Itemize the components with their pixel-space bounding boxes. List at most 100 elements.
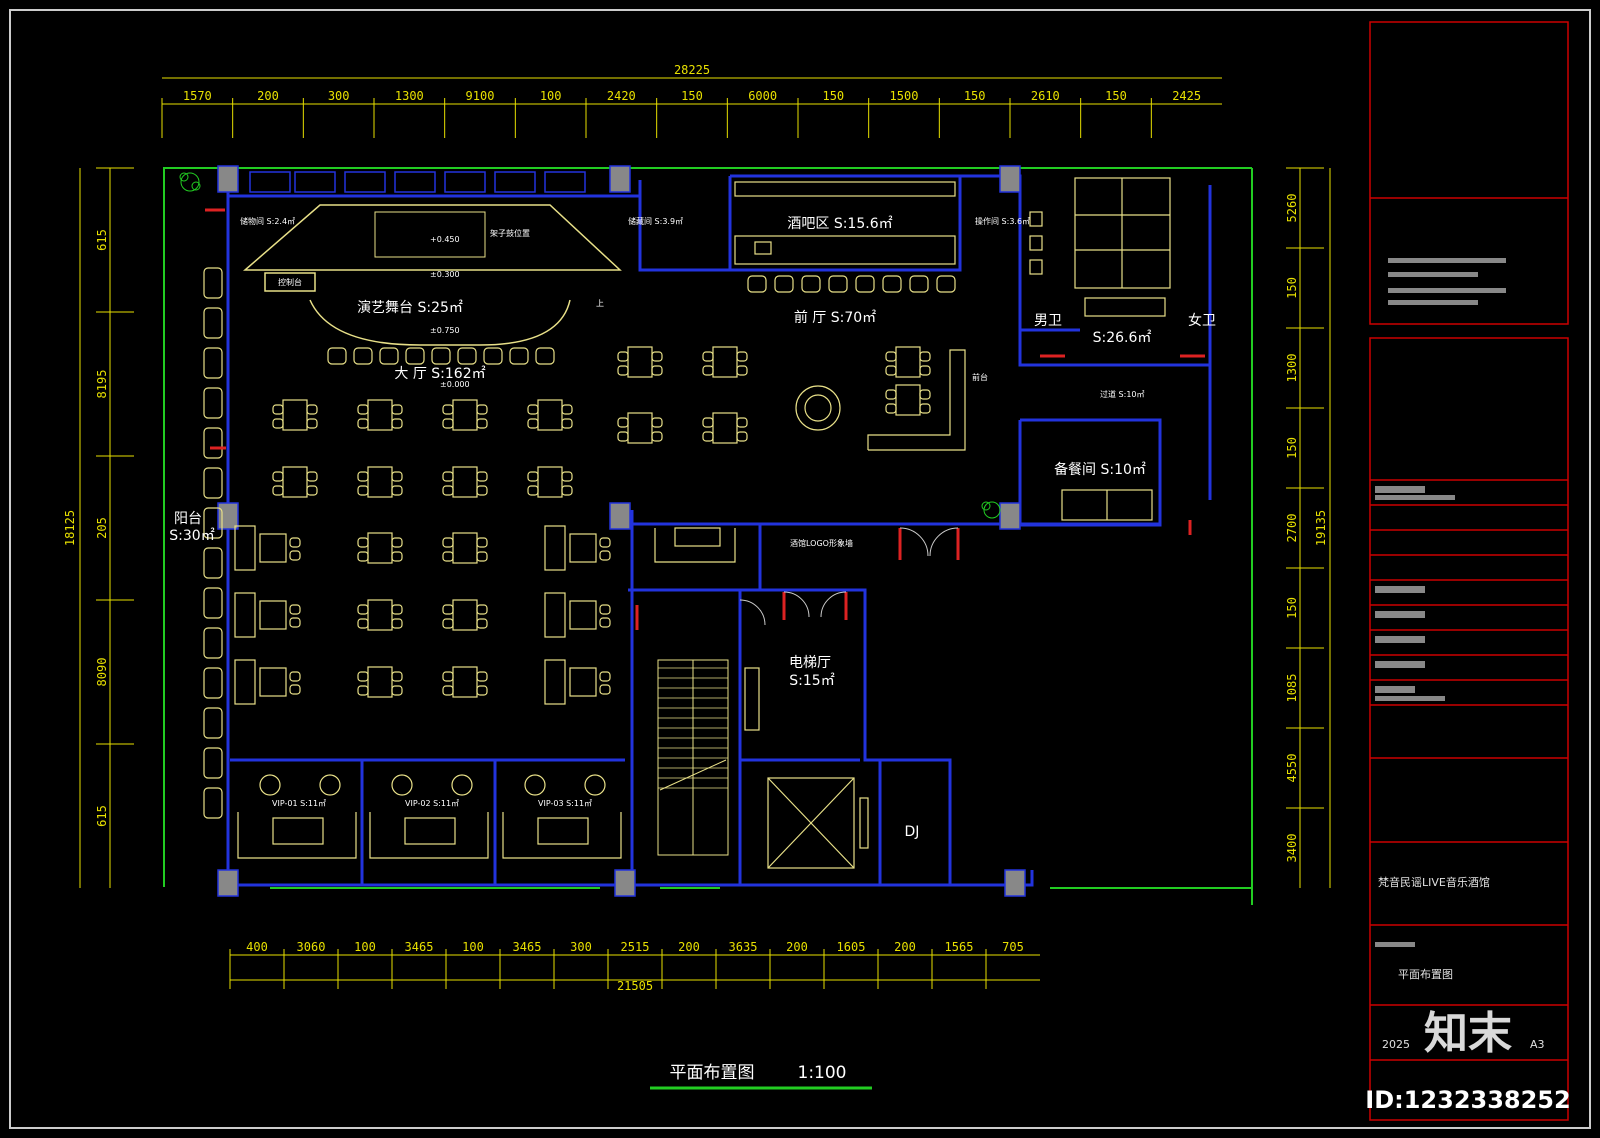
- bar-stool-0: [747, 275, 767, 293]
- women-restroom-label: 女卫: [1188, 312, 1216, 329]
- top-seg-1: 200: [257, 89, 279, 103]
- drawing-frame: [9, 9, 1591, 1129]
- restroom-area-label: S:26.6㎡: [1093, 330, 1152, 346]
- bottom-seg-5: 3465: [513, 940, 542, 954]
- column-5: [217, 502, 239, 530]
- up-arrow-label: 上: [596, 299, 604, 308]
- bottom-seg-1: 3060: [297, 940, 326, 954]
- corridor-label: 过道 S:10㎡: [1100, 389, 1145, 399]
- bar-label: 酒吧区 S:15.6㎡: [787, 216, 892, 232]
- left-seg-0: 615: [95, 229, 109, 251]
- elevator: [744, 667, 869, 869]
- op-room-label: 操作间 S:3.6㎡: [975, 216, 1030, 226]
- building-outline: [163, 167, 1253, 905]
- table-set-17: [702, 412, 748, 444]
- table-set-10: [357, 599, 403, 631]
- bottom-seg-9: 3635: [729, 940, 758, 954]
- logo-counter: [654, 527, 736, 563]
- top-seg-11: 150: [964, 89, 986, 103]
- right-total-dim: 19135: [1314, 510, 1328, 546]
- stage-front-chairs: [327, 347, 555, 365]
- bottom-seg-6: 300: [570, 940, 592, 954]
- stage-chair-4: [431, 347, 451, 365]
- right-seg-6: 1085: [1285, 674, 1299, 703]
- top-seg-14: 2425: [1172, 89, 1201, 103]
- sofa-set-23: [544, 525, 611, 571]
- left-total-dim: 18125: [63, 510, 77, 546]
- table-set-8: [357, 532, 403, 564]
- bottom-seg-8: 200: [678, 940, 700, 954]
- drawing-scale: 1:100: [798, 1063, 847, 1083]
- table-set-12: [357, 666, 403, 698]
- top-seg-13: 150: [1105, 89, 1127, 103]
- image-id: ID:1232338252: [1365, 1086, 1570, 1114]
- top-total-dim: 28225: [674, 63, 710, 77]
- sofa-set-25: [544, 659, 611, 705]
- right-seg-1: 150: [1285, 277, 1299, 299]
- elevator-hall-name: 电梯厅: [789, 655, 831, 671]
- sofa-set-22: [234, 659, 301, 705]
- stage-chair-8: [535, 347, 555, 365]
- left-seg-3: 8090: [95, 658, 109, 687]
- reception-counter: [795, 349, 966, 451]
- column-7: [614, 869, 636, 897]
- table-set-3: [527, 399, 573, 431]
- store-room-2-label: 储藏间 S:3.9㎡: [628, 216, 683, 226]
- stage-chair-0: [327, 347, 347, 365]
- bottom-seg-7: 2515: [621, 940, 650, 954]
- column-0: [217, 165, 239, 193]
- column-3: [609, 502, 631, 530]
- bar-stool-5: [882, 275, 902, 293]
- right-seg-8: 3400: [1285, 834, 1299, 863]
- bottom-total-dim: 21505: [617, 979, 653, 993]
- men-restroom-label: 男卫: [1034, 313, 1062, 329]
- top-seg-6: 2420: [607, 89, 636, 103]
- dj-label: DJ: [905, 824, 920, 840]
- bottom-seg-12: 200: [894, 940, 916, 954]
- column-2: [999, 165, 1021, 193]
- logo-wall-label: 酒馆LOGO形象墙: [790, 538, 853, 548]
- stage: [242, 204, 622, 346]
- title-block-gray-bars: [1375, 258, 1506, 947]
- bottom-seg-0: 400: [246, 940, 268, 954]
- table-set-0: [272, 399, 318, 431]
- lobby-label: 前 厅 S:70㎡: [794, 309, 876, 326]
- elevator-hall-area: S:15㎡: [789, 673, 834, 689]
- stage-chair-6: [483, 347, 503, 365]
- top-windows: [249, 171, 586, 193]
- walls: [226, 168, 1212, 887]
- right-seg-3: 150: [1285, 437, 1299, 459]
- level-3: ±0.750: [430, 326, 460, 335]
- vip-room-1-furniture: [237, 774, 357, 859]
- bottom-seg-13: 1565: [945, 940, 974, 954]
- sofa-set-24: [544, 592, 611, 638]
- store-room-1-label: 储物间 S:2.4㎡: [240, 216, 295, 226]
- dimension-lines: [79, 77, 1331, 981]
- project-name: 梵音民谣LIVE音乐酒馆: [1378, 875, 1490, 889]
- stage-chair-2: [379, 347, 399, 365]
- balcony-chair-2: [203, 347, 223, 379]
- top-seg-5: 100: [540, 89, 562, 103]
- left-seg-1: 8195: [95, 370, 109, 399]
- top-seg-3: 1300: [395, 89, 424, 103]
- table-set-7: [527, 466, 573, 498]
- right-seg-0: 5260: [1285, 194, 1299, 223]
- balcony-chair-1: [203, 307, 223, 339]
- column-1: [609, 165, 631, 193]
- top-seg-8: 6000: [748, 89, 777, 103]
- vip-room-2-furniture: [369, 774, 489, 859]
- balcony-chair-6: [203, 507, 223, 539]
- restroom-fixtures: [1029, 177, 1171, 317]
- hall-tables: [234, 346, 931, 705]
- balcony-chairs: [203, 267, 223, 819]
- structural-columns: [217, 165, 1026, 897]
- doors: [205, 208, 1205, 630]
- title-block: [1369, 21, 1569, 1121]
- column-6: [217, 869, 239, 897]
- sofa-set-21: [234, 592, 301, 638]
- vip-3-label: VIP-03 S:11㎡: [538, 799, 592, 808]
- stair-steps: [658, 667, 728, 789]
